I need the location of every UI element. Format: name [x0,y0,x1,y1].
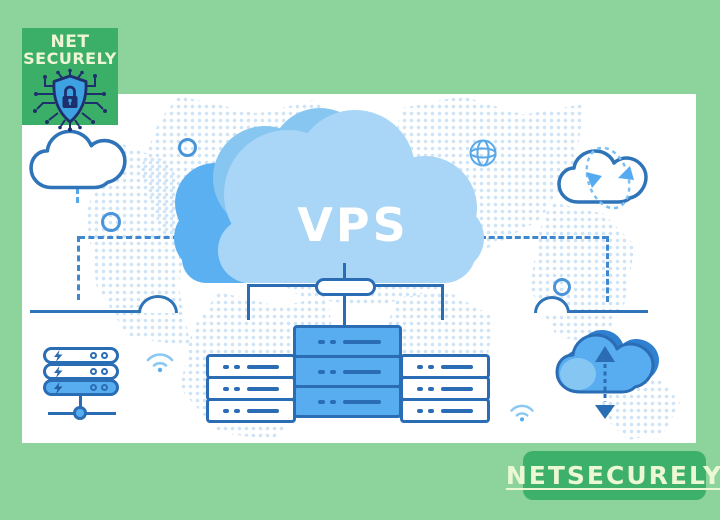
server-unit [293,325,402,358]
connector-line [373,284,444,287]
globe-icon [469,139,497,167]
vps-label: VPS [297,198,409,252]
brand-box: NETSECURELY [506,451,720,500]
server-stack-main [293,325,402,418]
rack-unit [43,363,119,380]
dashed-line [77,236,80,300]
wifi-icon [146,353,174,373]
rack-unit [43,347,119,364]
transfer-cloud-icon [555,330,659,419]
connector-line [343,263,346,282]
upload-cloud-icon [29,129,127,190]
circle-mark [178,138,197,157]
dashed-line [480,236,608,239]
connector-line [441,284,444,320]
sync-cloud-icon [557,146,648,210]
dashed-line [606,236,609,302]
server-unit [400,398,490,423]
circle-mark [553,278,571,296]
logo: NET SECURELY [22,28,118,132]
connector-line [343,294,346,326]
connector-line [247,284,317,287]
rack-unit [43,379,119,396]
ground-line [546,310,648,313]
server-unit [400,354,490,379]
wifi-icon [510,404,534,422]
connector-node [315,278,376,296]
rack-stand-line [79,394,82,408]
network-node [73,406,87,420]
server-stack-left [206,354,296,423]
server-unit [293,355,402,388]
shield-lock-circuit-icon [33,68,107,132]
server-unit [293,385,402,418]
circle-mark [101,212,121,232]
server-stack-right [400,354,490,423]
rack-stand-line [48,412,74,415]
server-rack-icon [43,347,119,396]
illustration-panel: VPS [22,94,696,443]
logo-text-line2: SECURELY [23,49,117,69]
server-unit [206,398,296,423]
vps-cloud [174,108,484,283]
ground-line [30,310,177,313]
dashed-line [79,236,179,239]
brand-label: NETSECURELY [505,461,720,490]
connector-line [247,284,250,320]
rack-stand-line [86,412,116,415]
logo-text-line1: NET [50,32,90,52]
